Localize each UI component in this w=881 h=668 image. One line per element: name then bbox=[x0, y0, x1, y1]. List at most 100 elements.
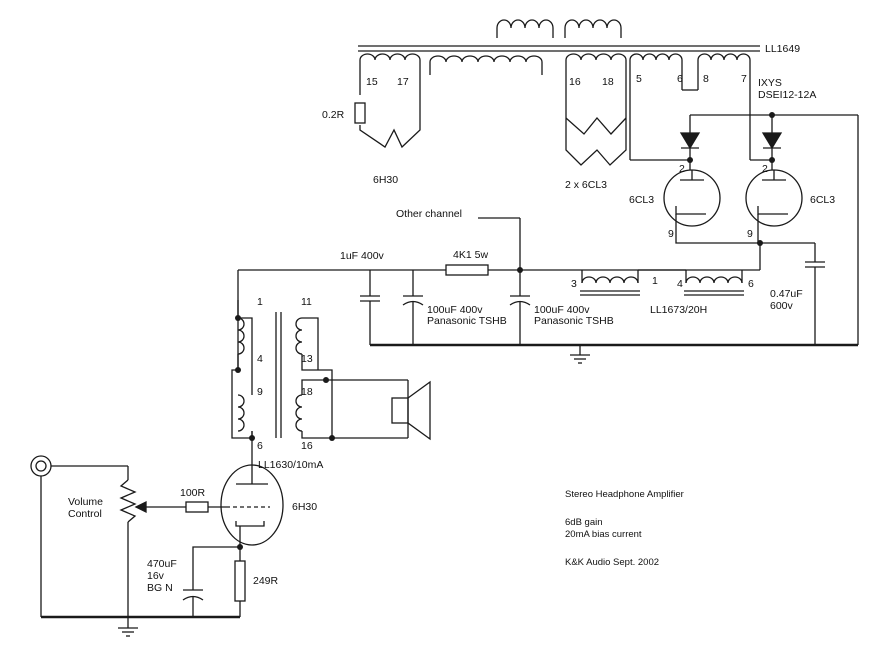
label-ot-pin-1: 1 bbox=[257, 296, 263, 308]
label-bg-n: BG N bbox=[147, 582, 173, 594]
heater-winding-15-17 bbox=[359, 53, 421, 149]
label-ot-pin-16: 16 bbox=[301, 440, 313, 452]
label-pin-16: 16 bbox=[569, 76, 581, 88]
label-1uf: 1uF 400v bbox=[340, 250, 385, 262]
junction-dot bbox=[249, 435, 255, 441]
label-470uf: 470uF bbox=[147, 558, 177, 570]
input-jack-outer bbox=[30, 455, 52, 477]
ot-secondary-18-16 bbox=[295, 394, 303, 432]
label-ot-pin-13: 13 bbox=[301, 353, 313, 365]
label-choke-pin-6: 6 bbox=[748, 278, 754, 290]
label-0-47uf: 0.47uF bbox=[770, 288, 803, 300]
label-choke-pin-4: 4 bbox=[677, 278, 683, 290]
label-control: Control bbox=[68, 508, 102, 520]
label-6h30-heater: 6H30 bbox=[373, 174, 398, 186]
label-pin-8: 8 bbox=[703, 73, 709, 85]
wire-cathodes-join bbox=[675, 235, 760, 244]
junction-dot bbox=[235, 315, 241, 321]
label-100uf-a-value: 100uF 400v bbox=[427, 304, 483, 316]
label-credit: K&K Audio Sept. 2002 bbox=[565, 557, 659, 568]
diode-2 bbox=[761, 132, 783, 150]
speaker-cone bbox=[407, 380, 431, 441]
choke-winding-4-6 bbox=[685, 276, 743, 284]
cap-470uf-plate-b bbox=[182, 595, 204, 601]
label-ot-pin-6: 6 bbox=[257, 440, 263, 452]
label-v1-anode-pin: 2 bbox=[679, 163, 685, 175]
power-primary-winding bbox=[496, 19, 554, 38]
resistor-100r bbox=[185, 501, 209, 513]
input-jack-inner bbox=[35, 460, 47, 472]
label-pin-7: 7 bbox=[741, 73, 747, 85]
label-pin-15: 15 bbox=[366, 76, 378, 88]
junction-dot bbox=[769, 157, 775, 163]
junction-dot bbox=[323, 377, 329, 383]
label-100uf-a-type: Panasonic TSHB bbox=[427, 315, 507, 327]
label-ot-pin-18: 18 bbox=[301, 386, 313, 398]
junction-dots bbox=[235, 112, 775, 550]
junction-dot bbox=[517, 267, 523, 273]
resistor-4k1 bbox=[445, 264, 489, 276]
label-ixys: IXYS bbox=[758, 77, 782, 89]
hv-filter-section bbox=[237, 217, 858, 370]
label-2x6cl3: 2 x 6CL3 bbox=[565, 179, 607, 191]
speaker-icon bbox=[391, 380, 431, 441]
label-100r: 100R bbox=[180, 487, 206, 499]
label-6cl3-left: 6CL3 bbox=[629, 194, 654, 206]
label-6cl3-right: 6CL3 bbox=[810, 194, 835, 206]
volume-wiper-arrow bbox=[134, 500, 147, 514]
power-transformer-ll1649 bbox=[358, 19, 760, 166]
junction-dot bbox=[769, 112, 775, 118]
tube-6h30-cathode bbox=[235, 521, 265, 527]
cap-100uf-b-plate-b bbox=[509, 300, 531, 306]
label-0-2r: 0.2R bbox=[322, 109, 345, 121]
label-choke-pin-3: 3 bbox=[571, 278, 577, 290]
label-ll1649: LL1649 bbox=[765, 43, 800, 55]
label-pin-5: 5 bbox=[636, 73, 642, 85]
label-bias: 20mA bias current bbox=[565, 529, 642, 540]
label-ot-pin-11: 11 bbox=[301, 296, 312, 308]
labels: LL1649 15 17 16 18 5 6 8 7 0.2R 6H30 2 x… bbox=[68, 43, 835, 594]
cap-100uf-a-plate-b bbox=[402, 300, 424, 306]
ot-secondary-11-13 bbox=[295, 317, 303, 355]
label-100uf-b-value: 100uF 400v bbox=[534, 304, 590, 316]
label-pin-18: 18 bbox=[602, 76, 614, 88]
label-v1-cathode-pin: 9 bbox=[668, 228, 674, 240]
label-ot-pin-4: 4 bbox=[257, 353, 263, 365]
label-v2-anode-pin: 2 bbox=[762, 163, 768, 175]
tube-right-cathode bbox=[757, 206, 788, 215]
wire-ot-secondary bbox=[301, 317, 333, 439]
tube-left-cathode bbox=[675, 206, 706, 215]
label-600v: 600v bbox=[770, 300, 794, 312]
label-dsei: DSEI12-12A bbox=[758, 89, 816, 101]
label-choke-pin-1: 1 bbox=[652, 275, 658, 287]
label-v2-cathode-pin: 9 bbox=[747, 228, 753, 240]
label-ot-pin-9: 9 bbox=[257, 386, 263, 398]
label-gain: 6dB gain bbox=[565, 517, 603, 528]
label-volume: Volume bbox=[68, 496, 103, 508]
label-4k1: 4K1 5w bbox=[453, 249, 488, 261]
output-transformer-ll1630 bbox=[231, 300, 409, 439]
label-title: Stereo Headphone Amplifier bbox=[565, 489, 684, 500]
choke-winding-3-1 bbox=[581, 276, 639, 284]
junction-dot bbox=[235, 367, 241, 373]
junction-dot bbox=[329, 435, 335, 441]
resistor-249r bbox=[234, 560, 246, 602]
label-249r: 249R bbox=[253, 575, 279, 587]
ot-primary-9-6 bbox=[237, 394, 245, 432]
junction-dot bbox=[757, 240, 763, 246]
speaker-magnet bbox=[391, 397, 409, 424]
diode-1 bbox=[679, 132, 701, 150]
hv-winding-8-7 bbox=[697, 53, 751, 150]
power-primary-winding-2 bbox=[564, 19, 622, 38]
label-100uf-b-type: Panasonic TSHB bbox=[534, 315, 614, 327]
hv-winding-5-6 bbox=[629, 53, 683, 150]
label-ll1630: LL1630/10mA bbox=[258, 459, 323, 471]
label-pin-17: 17 bbox=[397, 76, 409, 88]
junction-dot bbox=[687, 157, 693, 163]
heater-6cl3-zigzag bbox=[565, 116, 627, 166]
input-stage bbox=[30, 438, 284, 637]
label-pin-6: 6 bbox=[677, 73, 683, 85]
junction-dot bbox=[237, 544, 243, 550]
label-16v: 16v bbox=[147, 570, 165, 582]
